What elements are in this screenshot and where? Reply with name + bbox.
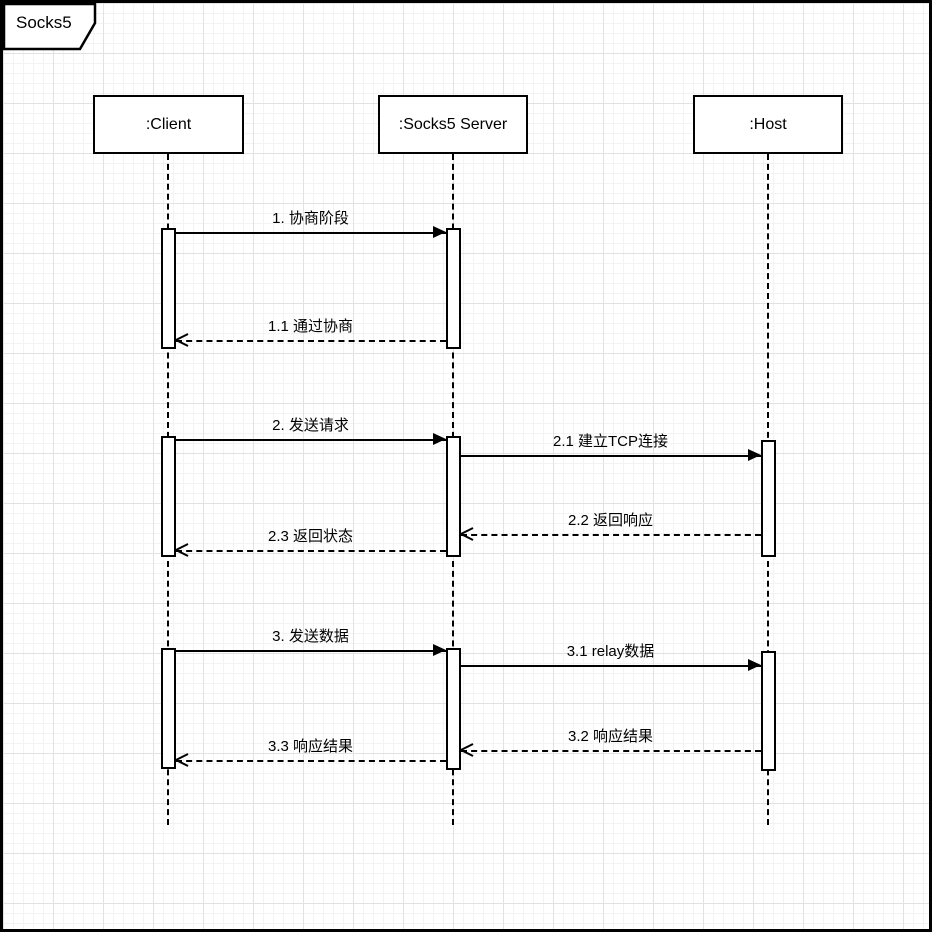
activation-bar-server[interactable] xyxy=(445,648,461,770)
activation-bar-server[interactable] xyxy=(445,436,461,557)
activation-bar-client[interactable] xyxy=(160,436,176,557)
message-line[interactable] xyxy=(175,760,446,762)
participant-host[interactable]: :Host xyxy=(693,95,843,154)
activation-bar-host[interactable] xyxy=(760,651,776,771)
message-label: 3. 发送数据 xyxy=(272,628,349,645)
message-line[interactable] xyxy=(460,534,761,536)
activation-bar-client[interactable] xyxy=(160,648,176,769)
message-line[interactable] xyxy=(175,439,446,441)
message-line[interactable] xyxy=(460,665,761,667)
message-line[interactable] xyxy=(175,232,446,234)
participant-client[interactable]: :Client xyxy=(93,95,244,154)
message-label: 2.1 建立TCP连接 xyxy=(552,433,669,450)
activation-bar-server[interactable] xyxy=(445,228,461,349)
frame-title: Socks5 xyxy=(16,13,72,32)
frame-label-tab[interactable] xyxy=(3,3,99,51)
message-arrowhead-filled xyxy=(747,449,761,461)
message-arrowhead-filled xyxy=(432,433,446,445)
message-line[interactable] xyxy=(175,340,446,342)
message-arrowhead-open xyxy=(458,527,473,541)
message-arrowhead-filled xyxy=(432,226,446,238)
message-line[interactable] xyxy=(460,750,761,752)
message-arrowhead-open xyxy=(458,743,473,757)
activation-bar-client[interactable] xyxy=(160,228,176,349)
message-arrowhead-open xyxy=(173,753,188,767)
message-label: 2.2 返回响应 xyxy=(567,512,654,529)
message-arrowhead-filled xyxy=(432,644,446,656)
message-arrowhead-filled xyxy=(747,659,761,671)
message-line[interactable] xyxy=(175,550,446,552)
activation-bar-host[interactable] xyxy=(760,440,776,557)
message-label: 1. 协商阶段 xyxy=(272,210,349,227)
message-label: 2.3 返回状态 xyxy=(267,528,354,545)
message-label: 3.3 响应结果 xyxy=(267,738,354,755)
message-label: 2. 发送请求 xyxy=(272,417,349,434)
participant-label: :Client xyxy=(145,115,192,133)
message-arrowhead-open xyxy=(173,543,188,557)
participant-label: :Socks5 Server xyxy=(398,115,508,133)
message-label: 3.2 响应结果 xyxy=(567,728,654,745)
participant-label: :Host xyxy=(749,115,787,133)
participant-server[interactable]: :Socks5 Server xyxy=(378,95,528,154)
message-line[interactable] xyxy=(460,455,761,457)
message-label: 1.1 通过协商 xyxy=(267,318,354,335)
message-label: 3.1 relay数据 xyxy=(566,643,655,660)
message-arrowhead-open xyxy=(173,333,188,347)
message-line[interactable] xyxy=(175,650,446,652)
